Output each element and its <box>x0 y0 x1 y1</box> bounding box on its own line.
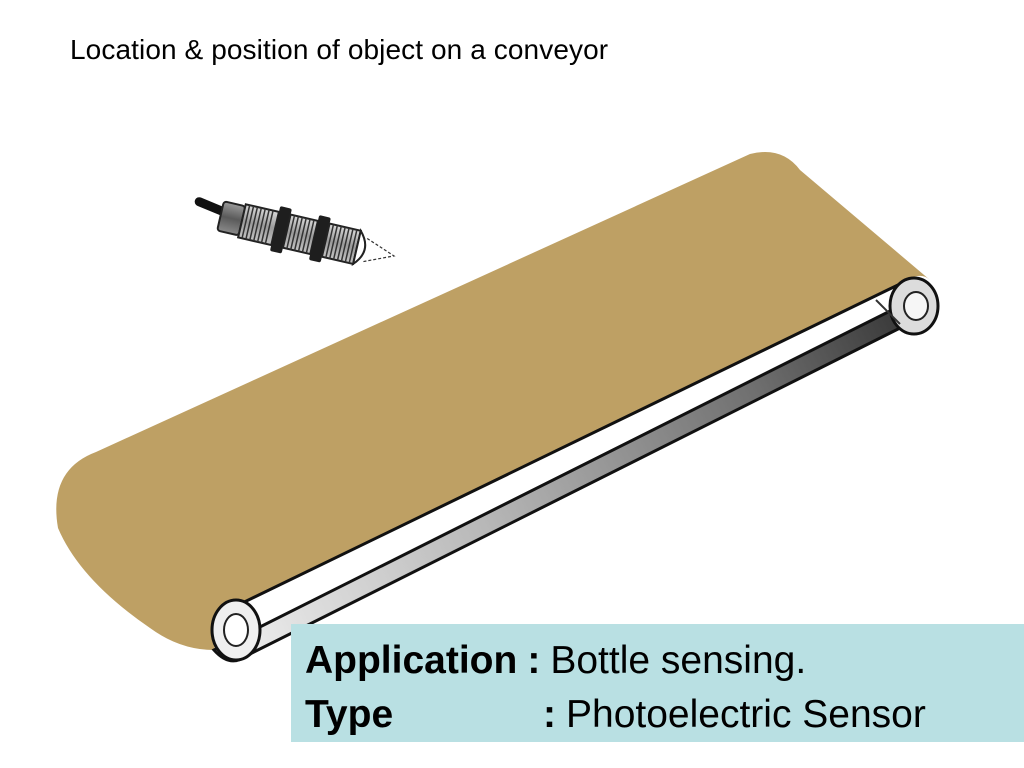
type-row: Type : Photoelectric Sensor <box>305 688 1024 742</box>
right-roller-icon <box>875 276 940 336</box>
left-roller-icon <box>210 598 262 662</box>
type-label: Type <box>305 693 394 736</box>
type-separator: : <box>543 693 556 736</box>
application-value: Bottle sensing. <box>550 639 807 682</box>
conveyor-belt-icon <box>56 152 940 663</box>
application-separator: : <box>527 639 541 682</box>
photoelectric-sensor-icon <box>194 197 396 267</box>
info-box: Application : Bottle sensing. Type : Pho… <box>291 624 1024 742</box>
application-row: Application : Bottle sensing. <box>305 634 1024 688</box>
type-value: Photoelectric Sensor <box>566 693 926 736</box>
application-label: Application <box>305 639 518 682</box>
slide-title: Location & position of object on a conve… <box>70 34 609 65</box>
belt-surface <box>56 152 930 650</box>
